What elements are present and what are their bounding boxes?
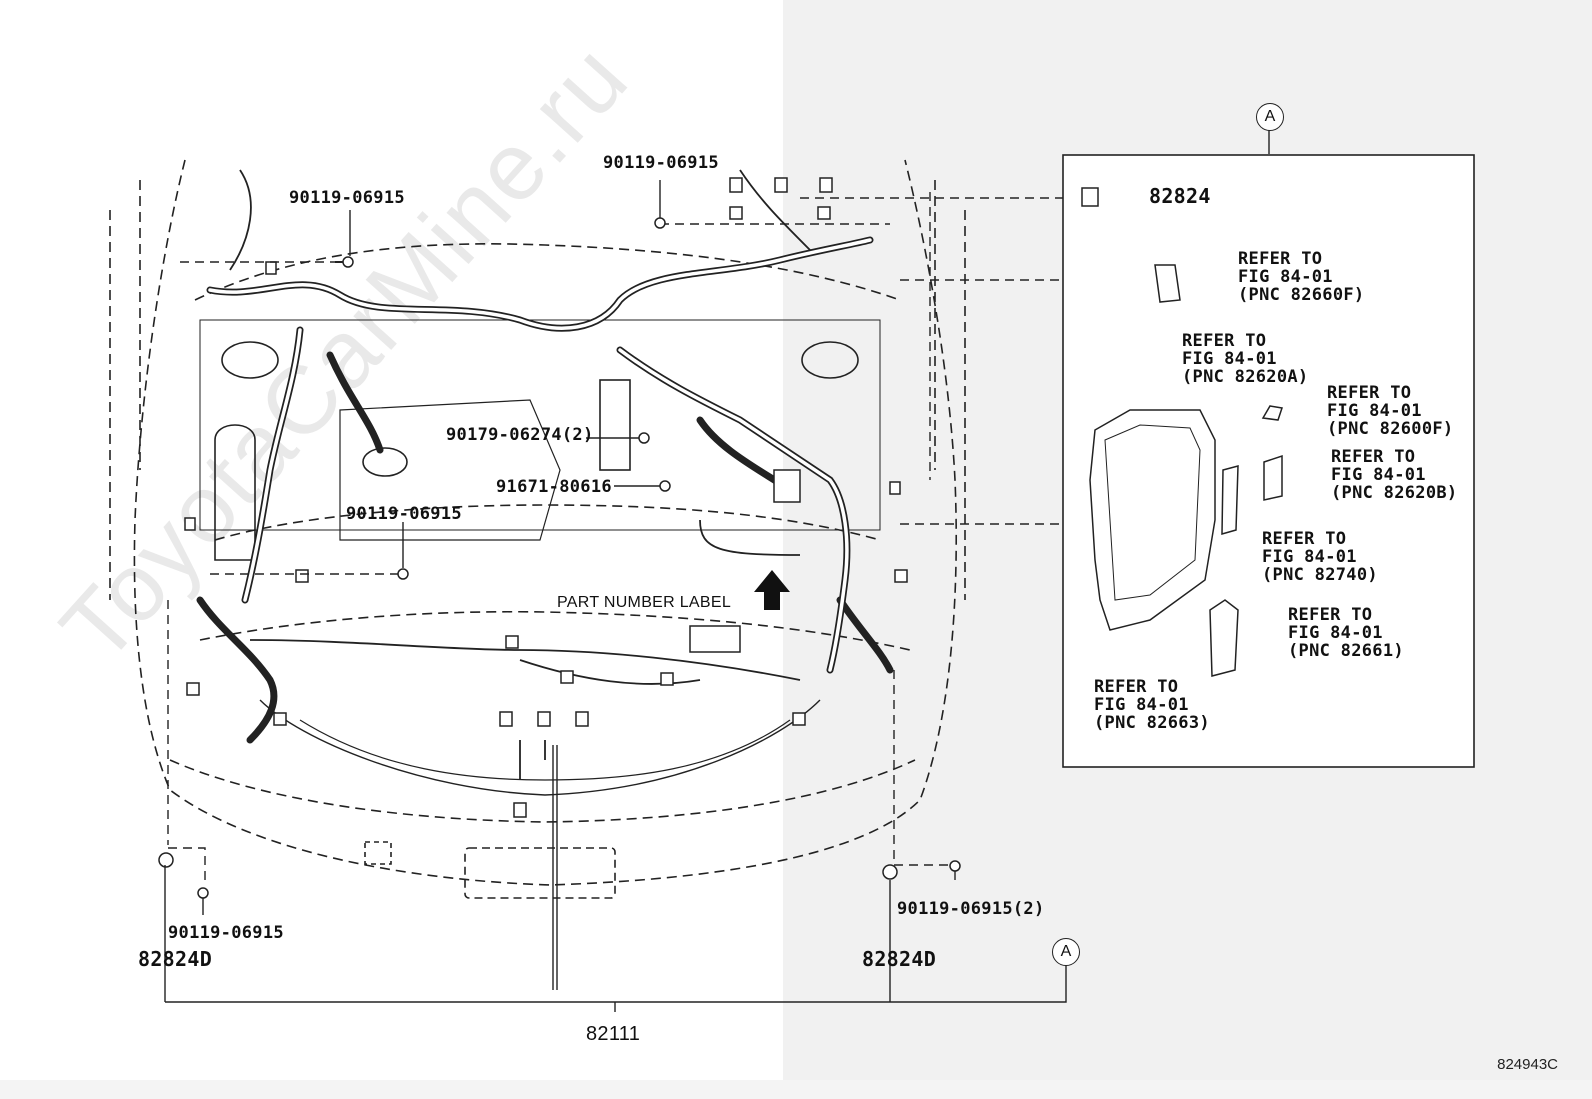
bolt-label-mid-2: 91671-80616 xyxy=(496,477,612,497)
bolt-label-top-left: 90119-06915 xyxy=(289,188,405,208)
thin-wires xyxy=(229,169,811,780)
bolt-label-mid-1: 90179-06274(2) xyxy=(446,425,594,445)
callout-a-top: A xyxy=(1256,103,1284,131)
solid-leaders xyxy=(164,128,1331,1012)
harness-label: 82111 xyxy=(586,1023,641,1045)
bolt-label-bottom-right: 90119-06915(2) xyxy=(897,899,1045,919)
bolt-label-bottom-left: 90119-06915 xyxy=(168,923,284,943)
leader-lines xyxy=(167,192,1155,880)
detail-parts xyxy=(1081,187,1283,677)
bolt-label-top-center: 90119-06915 xyxy=(603,153,719,173)
bracket-label-right: 82824D xyxy=(862,947,937,971)
relay-label: 82824 xyxy=(1149,184,1211,208)
connectors xyxy=(184,177,908,818)
wire-harness-inner xyxy=(208,238,872,672)
car-body-outline xyxy=(109,159,966,886)
bolt-label-mid-left: 90119-06915 xyxy=(346,504,462,524)
bottom-strip xyxy=(0,1080,1592,1099)
diagram-code: 824943C xyxy=(1497,1056,1558,1073)
body-panels xyxy=(199,319,881,899)
bracket-label-left: 82824D xyxy=(138,947,213,971)
part-number-label: PART NUMBER LABEL xyxy=(557,594,732,611)
callout-a-bottom: A xyxy=(1052,938,1080,966)
label-arrow xyxy=(754,570,790,610)
